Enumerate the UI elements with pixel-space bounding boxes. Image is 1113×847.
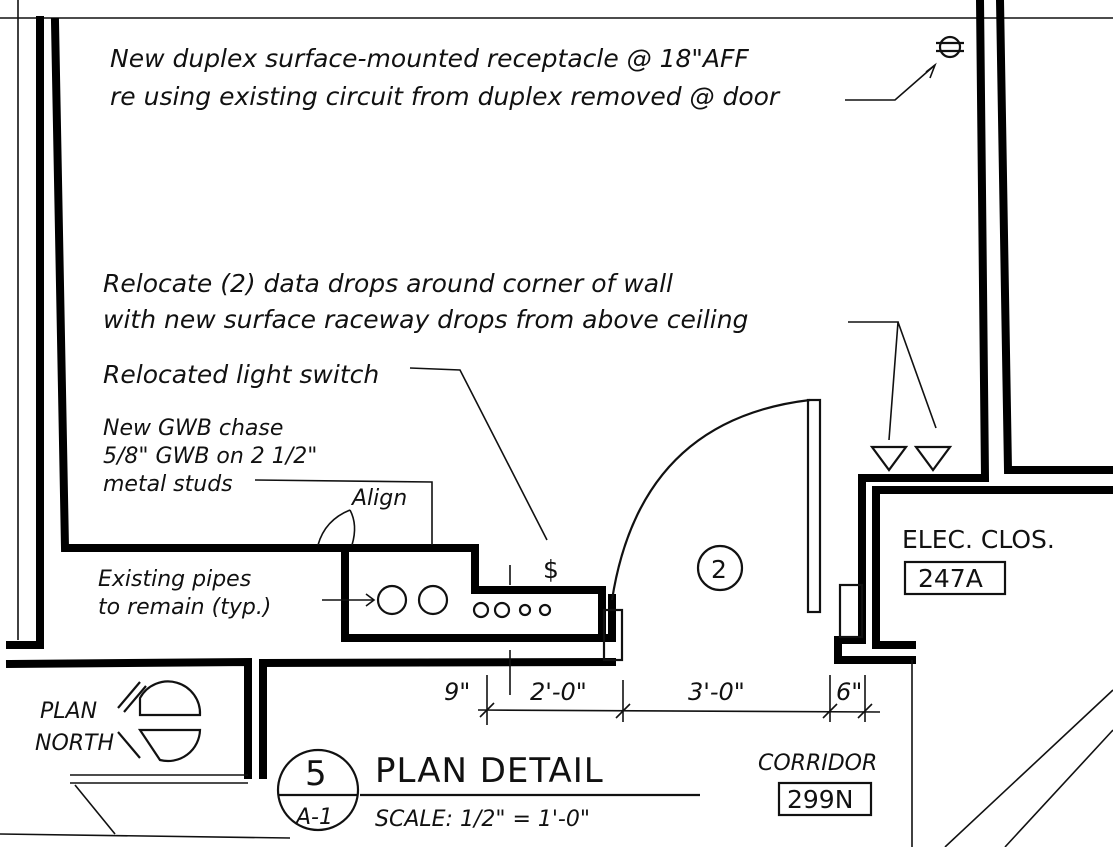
chase-note-line1: New GWB chase (103, 416, 283, 441)
dimension-2ft: 2'-0" (530, 678, 587, 706)
receptacle-icon (936, 35, 964, 59)
corridor-number: 299N (787, 785, 853, 814)
chase-note-line2: 5/8" GWB on 2 1/2" (103, 444, 317, 469)
light-switch-note: Relocated light switch (103, 360, 379, 389)
door (602, 398, 864, 662)
north-label-line2: NORTH (35, 731, 114, 756)
gwb-chase (346, 544, 606, 636)
north-arrow-icon (117, 680, 202, 763)
leader-lines (254, 62, 937, 607)
pipes-note-line2: to remain (typ.) (98, 595, 271, 620)
receptacle-note-line1: New duplex surface-mounted receptacle @ … (110, 44, 749, 73)
align-note: Align (350, 486, 407, 511)
light-switch-symbol: $ (543, 555, 559, 584)
elec-closet-label: ELEC. CLOS. (902, 525, 1055, 554)
data-note-line1: Relocate (2) data drops around corner of… (103, 269, 673, 298)
corridor-label: CORRIDOR (758, 751, 877, 776)
data-note-line2: with new surface raceway drops from abov… (103, 305, 748, 334)
left-wall (6, 16, 616, 649)
data-drop-icon (869, 445, 953, 472)
lower-wall (5, 657, 617, 835)
title-block (276, 544, 1007, 832)
pipes-note-line1: Existing pipes (98, 567, 251, 592)
door-tag: 2 (711, 555, 727, 584)
elec-closet-number: 247A (918, 564, 983, 593)
receptacle-note-line2: re using existing circuit from duplex re… (110, 82, 781, 111)
dimension-9in: 9" (444, 678, 470, 706)
dimension-6in: 6" (836, 678, 862, 706)
sheet-number: A-1 (294, 805, 333, 830)
chase-note-line3: metal studs (103, 472, 233, 497)
existing-pipes (376, 584, 552, 619)
dimension-3ft: 3'-0" (688, 678, 745, 706)
dimension-string (477, 650, 881, 725)
detail-title: PLAN DETAIL (375, 751, 604, 791)
right-wall (834, 0, 1113, 847)
north-label-line1: PLAN (40, 699, 97, 724)
detail-number: 5 (305, 754, 328, 794)
detail-scale: SCALE: 1/2" = 1'-0" (375, 807, 590, 832)
